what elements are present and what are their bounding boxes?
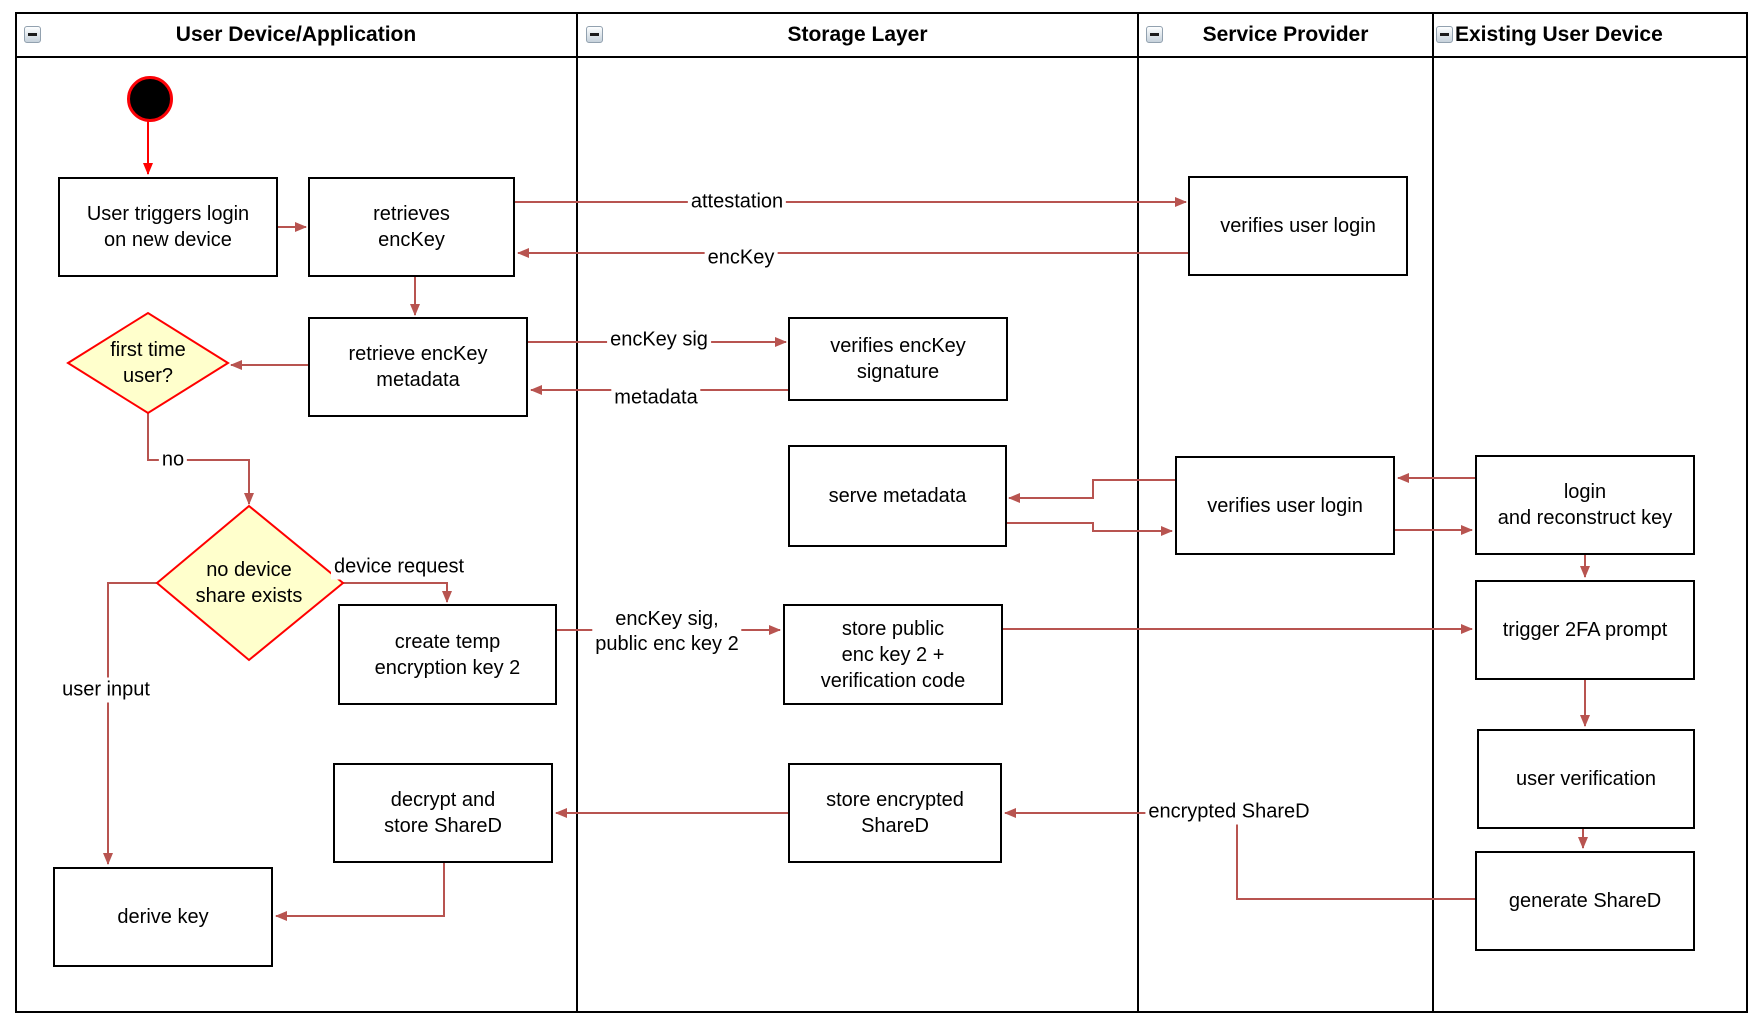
node-decrypt-and-store-shared[interactable]: decrypt and store ShareD [333, 763, 553, 863]
lane-divider-3 [1432, 12, 1434, 1013]
edge-label-metadata: metadata [611, 385, 701, 411]
node-retrieve-enckey-metadata[interactable]: retrieve encKey metadata [308, 317, 528, 417]
node-trigger-2fa-prompt[interactable]: trigger 2FA prompt [1475, 580, 1695, 680]
start-node[interactable] [127, 76, 173, 122]
edge-decrypt-to-derive [275, 863, 445, 921]
lane-title-service-provider: Service Provider [1202, 23, 1369, 46]
collapse-lane-icon[interactable] [1436, 26, 1453, 43]
node-verifies-enckey-signature[interactable]: verifies encKey signature [788, 317, 1008, 401]
edge-label-no: no [158, 447, 188, 473]
node-user-verification[interactable]: user verification [1477, 729, 1695, 829]
lane-divider-1 [576, 12, 578, 1013]
node-retrieves-enckey[interactable]: retrieves encKey [308, 177, 515, 277]
lane-title-user-device-application: User Device/Application [175, 23, 417, 46]
node-verifies-user-login-2[interactable]: verifies user login [1175, 456, 1395, 555]
node-store-encrypted-shared[interactable]: store encrypted ShareD [788, 763, 1002, 863]
edge-device-request [343, 582, 452, 603]
decision-first-time-user-shape[interactable] [66, 311, 230, 415]
edge-label-user-input: user input [59, 677, 153, 703]
edge-label-enckey: encKey [704, 245, 778, 271]
node-derive-key[interactable]: derive key [53, 867, 273, 967]
edge-verifies2-to-serve [1008, 479, 1175, 503]
edge-no-branch [147, 413, 254, 505]
node-login-and-reconstruct-key[interactable]: login and reconstruct key [1475, 455, 1695, 555]
edge-label-enckey-sig-pub: encKey sig, public enc key 2 [592, 607, 742, 657]
edge-encrypted-shared [1004, 808, 1475, 900]
lane-title-existing-user-device: Existing User Device [1455, 23, 1663, 46]
edge-label-encrypted-shared: encrypted ShareD [1145, 799, 1313, 825]
decision-no-device-share-shape[interactable] [155, 504, 345, 662]
decision-no-device-share-label: no device share exists [195, 559, 303, 607]
minus-icon [28, 33, 37, 36]
node-user-triggers-login[interactable]: User triggers login on new device [58, 177, 278, 277]
node-serve-metadata[interactable]: serve metadata [788, 445, 1007, 547]
edge-label-enckey-sig: encKey sig [607, 327, 711, 353]
minus-icon [1440, 33, 1449, 36]
lane-divider-2 [1137, 12, 1139, 1013]
edge-serve-to-verifies2 [1007, 522, 1173, 536]
decision-first-time-user-label: first time user? [110, 339, 186, 387]
node-verifies-user-login-1[interactable]: verifies user login [1188, 176, 1408, 276]
minus-icon [590, 33, 599, 36]
header-divider [15, 56, 1748, 58]
collapse-lane-icon[interactable] [24, 26, 41, 43]
node-generate-shared[interactable]: generate ShareD [1475, 851, 1695, 951]
collapse-lane-icon[interactable] [586, 26, 603, 43]
node-store-public-enc-key-2[interactable]: store public enc key 2 + verification co… [783, 604, 1003, 705]
edge-label-attestation: attestation [687, 189, 787, 215]
collapse-lane-icon[interactable] [1146, 26, 1163, 43]
edge-label-device-request: device request [330, 554, 468, 580]
minus-icon [1150, 33, 1159, 36]
edge-user-input [103, 582, 157, 865]
node-create-temp-encryption-key-2[interactable]: create temp encryption key 2 [338, 604, 557, 705]
lane-title-storage-layer: Storage Layer [787, 23, 928, 46]
